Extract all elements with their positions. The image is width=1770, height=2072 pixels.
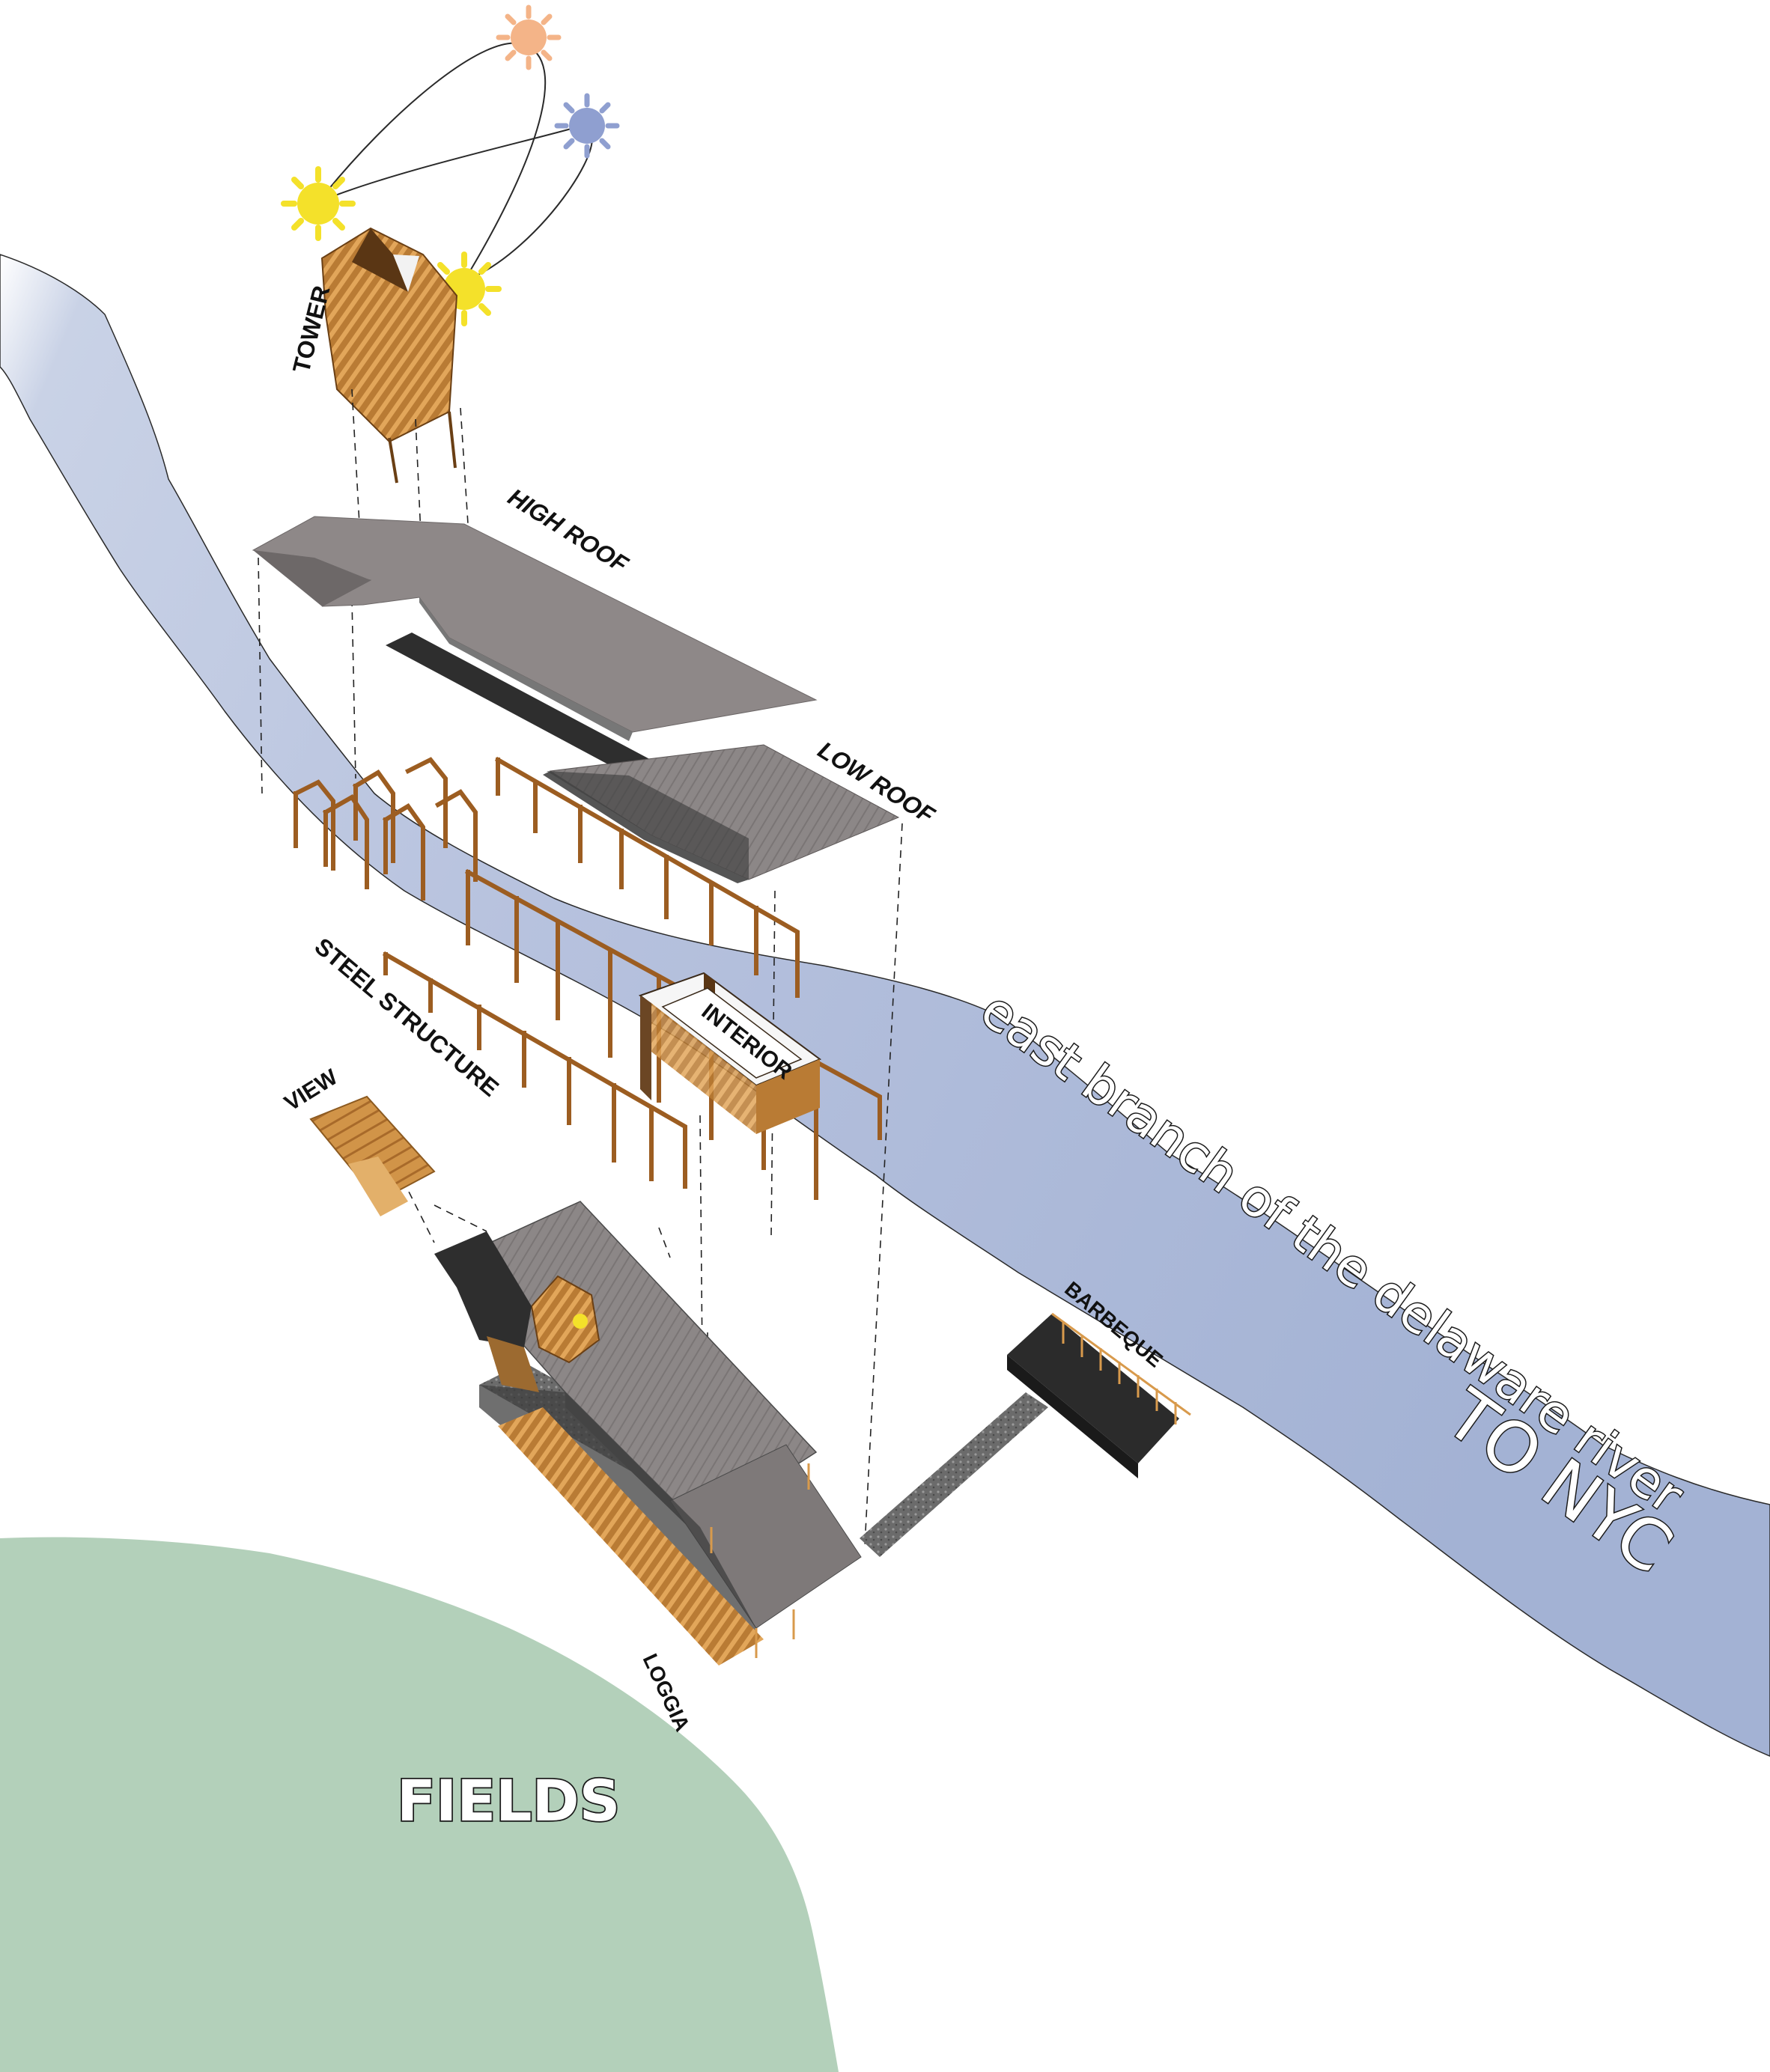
- clerestory-strip: [386, 633, 655, 776]
- low-roof: [543, 744, 900, 883]
- steel-frames-upper: [292, 757, 478, 901]
- sunrise-sun-icon: [281, 166, 356, 241]
- gravel-path: [860, 1392, 1048, 1557]
- svg-text:VIEW: VIEW: [280, 1064, 342, 1116]
- winter-sun-icon: [554, 93, 620, 159]
- summer-sun-icon: [496, 4, 562, 70]
- fields-area: [0, 1537, 839, 2072]
- svg-text:STEEL STRUCTURE: STEEL STRUCTURE: [310, 933, 505, 1102]
- steel-structure-label: STEEL STRUCTURE: [310, 933, 505, 1102]
- tower-model: [320, 227, 458, 484]
- barbeque-pavilion: [1007, 1312, 1191, 1478]
- view-label: VIEW: [280, 1064, 342, 1116]
- fields-label: FIELDS: [397, 1767, 620, 1834]
- interior-volume: [638, 972, 822, 1134]
- view-deck: [309, 1095, 436, 1216]
- high-roof: [252, 516, 818, 741]
- assembled-building: [434, 1201, 862, 1666]
